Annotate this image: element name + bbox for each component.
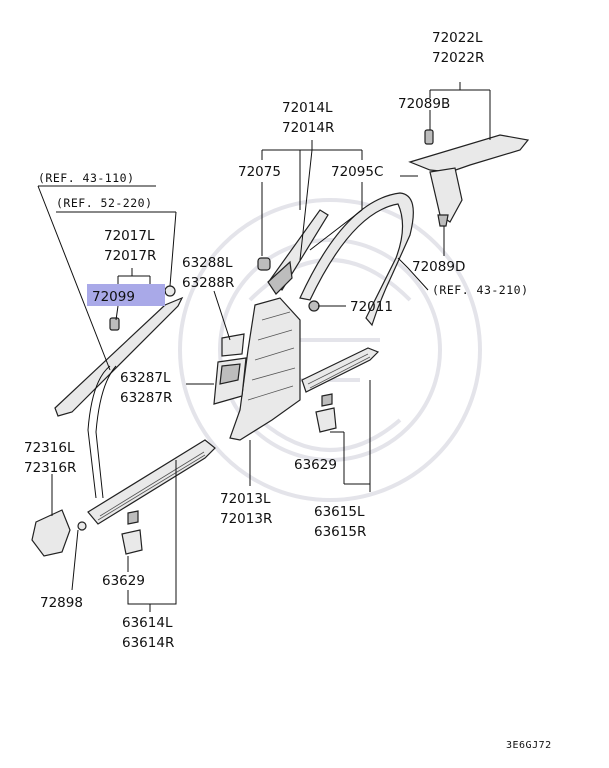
label-63288l: 63288L	[182, 255, 233, 271]
label-63614l: 63614L	[122, 615, 173, 631]
label-72898: 72898	[40, 595, 83, 611]
highlight-72099	[87, 284, 165, 306]
clip-72898	[77, 521, 87, 531]
label-72017r: 72017R	[104, 248, 156, 264]
label-72017l: 72017L	[104, 228, 155, 244]
roof-side-trim	[408, 134, 530, 223]
label-63615l: 63615L	[314, 504, 365, 520]
label-72099: 72099	[92, 289, 135, 305]
label-72075: 72075	[238, 164, 281, 180]
label-72013r: 72013R	[220, 511, 272, 527]
ref-43-210: (REF. 43-210)	[432, 283, 529, 297]
clip-72017	[164, 285, 176, 297]
clip-72099	[109, 317, 120, 331]
label-72089b: 72089B	[398, 96, 450, 112]
label-72095c: 72095C	[331, 164, 383, 180]
clip-72089d	[437, 214, 449, 227]
cowl-side-trim	[31, 509, 71, 557]
label-72316l: 72316L	[24, 440, 75, 456]
leader-lines	[37, 82, 491, 612]
label-72013l: 72013L	[220, 491, 271, 507]
drawing-code: 3E6GJ72	[506, 740, 552, 751]
label-72022l: 72022L	[432, 30, 483, 46]
center-pillar-lower-trim	[229, 297, 301, 441]
door-opening-trim	[299, 192, 414, 327]
clip-72089b	[424, 129, 434, 145]
label-72014l: 72014L	[282, 100, 333, 116]
front-scuff-plate	[87, 439, 216, 525]
clip-63629-right	[315, 393, 337, 433]
label-63287l: 63287L	[120, 370, 171, 386]
label-63629-right: 63629	[294, 457, 337, 473]
label-72022r: 72022R	[432, 50, 484, 66]
pillar-trim-63288	[221, 333, 245, 357]
label-72089d: 72089D	[412, 259, 465, 275]
clip-63629-left	[121, 510, 143, 555]
rear-scuff-plate	[301, 347, 380, 393]
label-72014r: 72014R	[282, 120, 334, 136]
label-72316r: 72316R	[24, 460, 76, 476]
clip-72075	[257, 257, 271, 271]
labels: 72022L 72022R 72089B 72014L 72014R 72075…	[24, 30, 552, 751]
label-72011: 72011	[350, 299, 393, 315]
grommet-72011	[308, 300, 320, 312]
ref-43-110: (REF. 43-110)	[38, 171, 135, 185]
ref-52-220: (REF. 52-220)	[56, 196, 153, 210]
label-63287r: 63287R	[120, 390, 172, 406]
label-63615r: 63615R	[314, 524, 366, 540]
label-63629-left: 63629	[102, 573, 145, 589]
label-63614r: 63614R	[122, 635, 174, 651]
pillar-trim-63287	[213, 357, 247, 405]
label-63288r: 63288R	[182, 275, 234, 291]
